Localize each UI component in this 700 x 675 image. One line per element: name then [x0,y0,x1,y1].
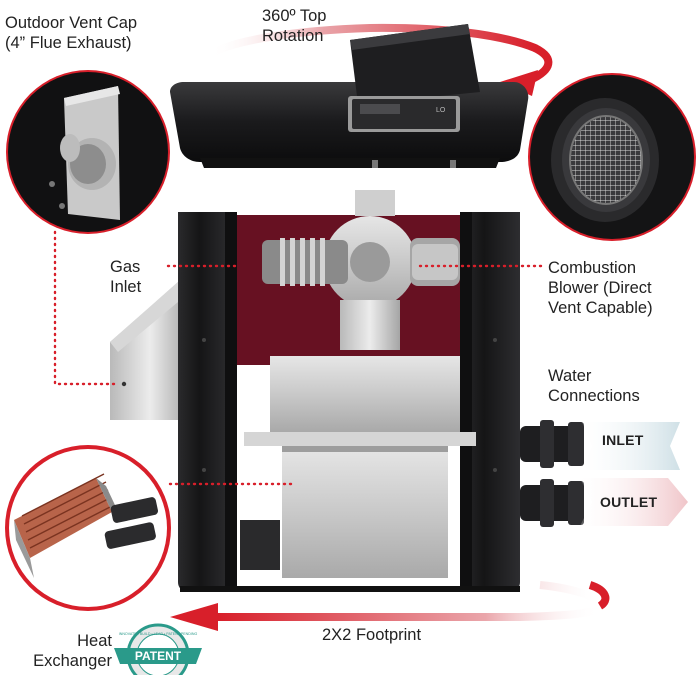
water-connections-label: Water Connections [548,367,640,405]
vent-cap-detail [6,70,170,234]
footprint-label: 2X2 Footprint [322,626,422,644]
combustion-blower [262,190,460,350]
cabinet-base [180,586,520,592]
callout-lines [53,230,544,486]
heat-exchanger-housing [240,356,476,578]
outlet-tag: OUTLET [600,494,658,510]
control-display: LO [348,96,460,132]
vent-cap-label: Outdoor Vent Cap (4” Flue Exhaust) [5,14,138,52]
blower-intake-detail [528,73,696,241]
heat-exchanger-detail [5,445,171,611]
gas-inlet-plate [110,282,190,420]
patent-badge: PATENT INNOVATE • BUILD • LEAD • PATENT … [114,623,202,675]
heat-exchanger-label: Heat Exchanger [33,632,112,670]
top-rotation-arrow [206,23,553,96]
display-text: LO [436,107,446,114]
top-lid: LO [170,24,529,168]
inlet-arrow [582,422,680,470]
combustion-blower-label: Combustion Blower (Direct Vent Capable) [548,259,653,317]
inlet-tag: INLET [602,432,644,448]
top-rotation-label: 360º Top Rotation [262,7,327,45]
patent-badge-ring: INNOVATE • BUILD • LEAD • PATENT PENDING [119,632,198,636]
water-outlet-pipe [520,479,584,527]
water-inlet-pipe [520,420,584,468]
gas-inlet-label: Gas Inlet [110,258,142,296]
cabinet-left-frame [178,212,237,590]
patent-badge-text: PATENT [135,649,182,663]
cabinet-right-frame [460,212,520,590]
footprint-arrow [170,581,610,631]
outlet-arrow [580,478,688,526]
